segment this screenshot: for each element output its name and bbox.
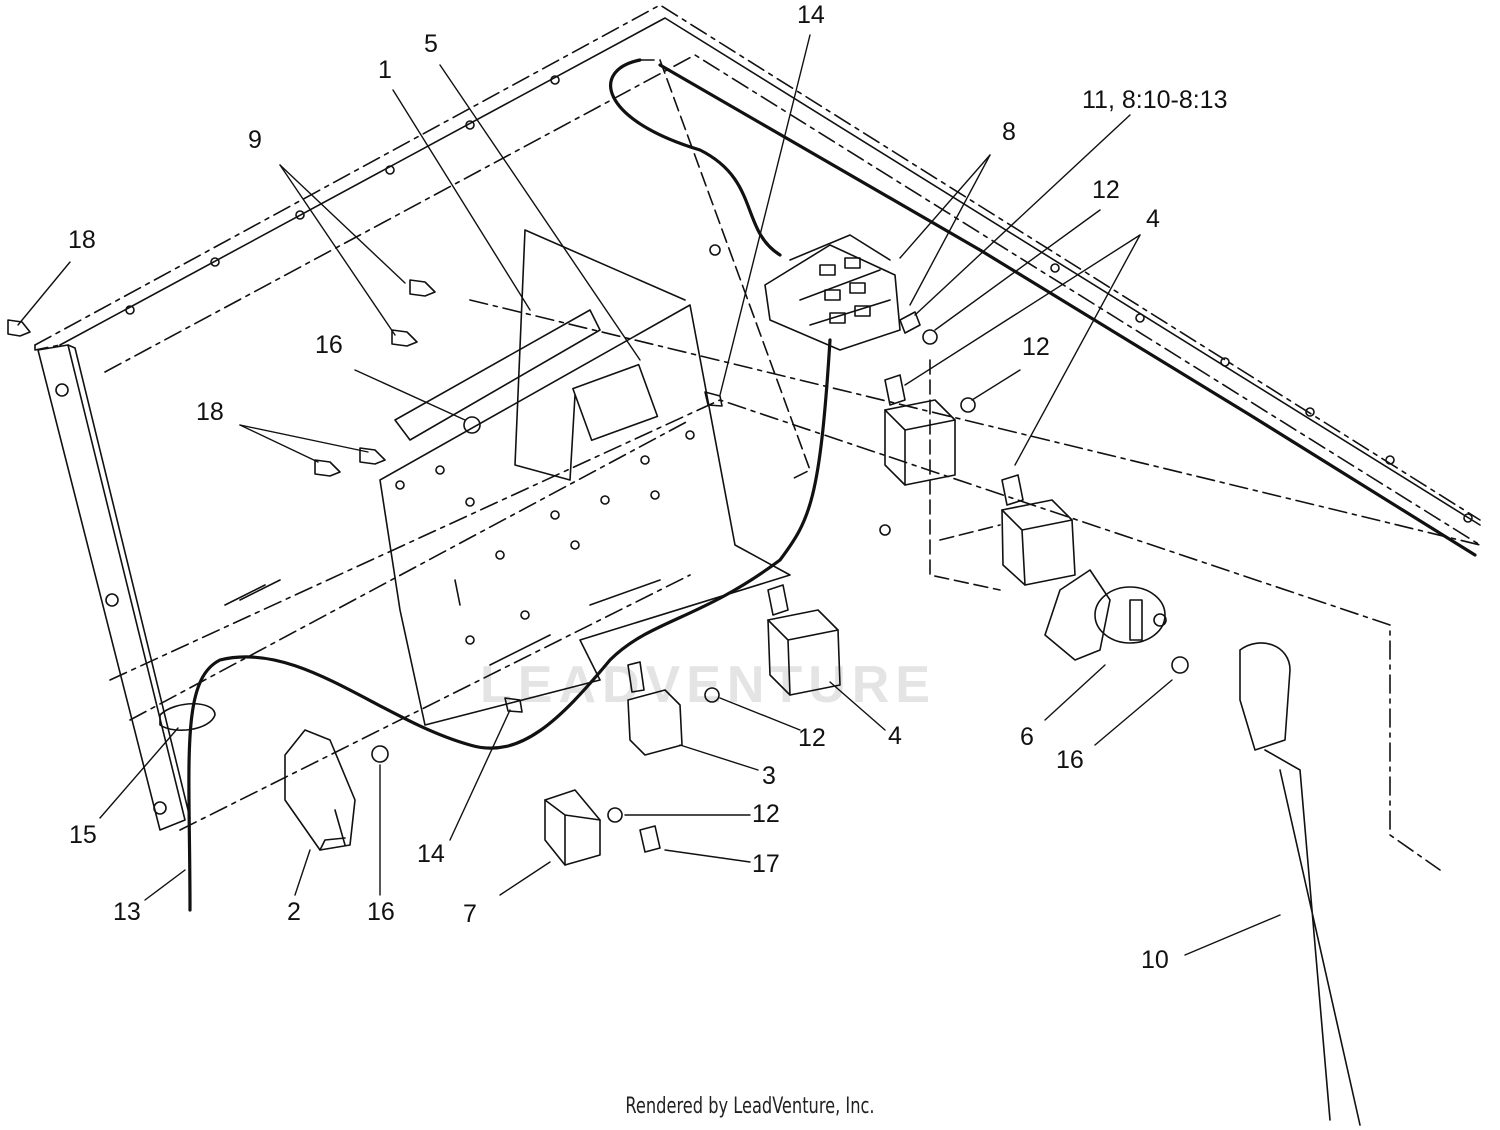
callout-12-mid: 12: [1022, 333, 1050, 361]
frame-rail: [34, 4, 1481, 871]
callout-12-bottom: 12: [752, 800, 780, 828]
small-fuse: [899, 311, 921, 334]
left-bracket: [37, 344, 281, 831]
callout-4-top: 4: [1146, 205, 1160, 233]
leader-lines: [17, 34, 1281, 956]
relay-lower: [767, 584, 841, 696]
nut-16b: [371, 745, 389, 763]
fasteners: [7, 279, 723, 713]
nut-12a: [922, 329, 938, 345]
callout-6: 6: [1020, 723, 1034, 751]
nut-12c: [704, 687, 720, 703]
diode-block: [544, 789, 601, 866]
callout-18-mid: 18: [196, 398, 224, 426]
callout-10: 10: [1141, 946, 1169, 974]
callout-4-lower: 4: [888, 722, 902, 750]
cable-clamp: [159, 703, 216, 731]
callout-9: 9: [248, 126, 262, 154]
callout-11: 11, 8:10-8:13: [1082, 86, 1228, 114]
relay-upper: [884, 374, 956, 486]
callout-16-bottom: 16: [367, 898, 395, 926]
callout-14-bottom: 14: [417, 840, 445, 868]
callout-16-top: 16: [315, 331, 343, 359]
callout-15: 15: [69, 821, 97, 849]
nut-16c: [1171, 656, 1189, 674]
callout-18-left: 18: [68, 226, 96, 254]
callout-14-top: 14: [797, 1, 825, 29]
callout-1: 1: [378, 56, 392, 84]
callout-13: 13: [113, 898, 141, 926]
callout-12-top: 12: [1092, 176, 1120, 204]
relay-right: [1001, 474, 1076, 586]
nut-12b: [960, 397, 976, 413]
clip-17: [639, 825, 661, 853]
callout-17: 17: [752, 850, 780, 878]
callout-8: 8: [1002, 118, 1016, 146]
mini-relay: [627, 661, 683, 756]
fuse-block: [764, 234, 901, 351]
mounting-plate: [379, 229, 791, 726]
callout-3: 3: [762, 762, 776, 790]
callout-12-lower: 12: [798, 724, 826, 752]
footer-credit: Rendered by LeadVenture, Inc.: [625, 1094, 875, 1119]
callout-5: 5: [424, 30, 438, 58]
callout-2: 2: [287, 898, 301, 926]
battery-cable: [1239, 642, 1361, 1126]
starter-solenoid: [1044, 569, 1167, 661]
callout-16-right: 16: [1056, 746, 1084, 774]
nut-12d: [607, 807, 623, 823]
callout-7: 7: [463, 900, 477, 928]
controller-module: [284, 729, 356, 851]
right-panel: [639, 59, 1001, 591]
wire-harness: [187, 58, 1477, 912]
rail-holes: [125, 75, 1473, 523]
